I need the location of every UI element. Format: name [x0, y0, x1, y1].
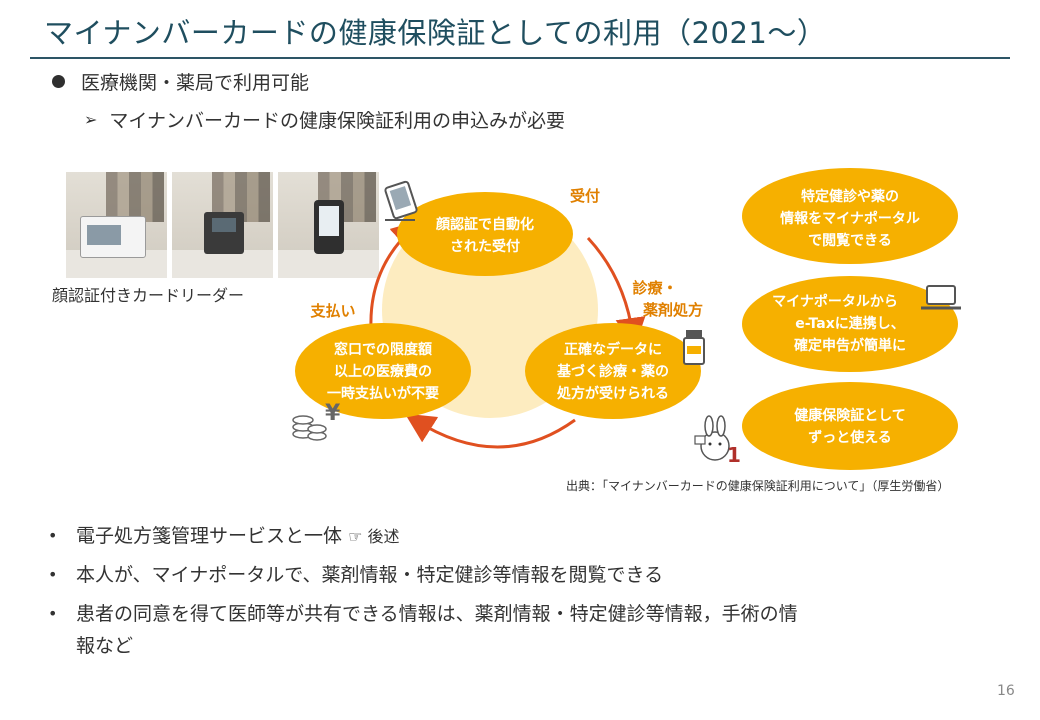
label-treatment-line1: 診療・ — [632, 279, 677, 297]
card-reader-icon — [204, 212, 244, 254]
benefit-etax — [742, 276, 958, 372]
node-prescription-line2: 基づく診療・薬の — [557, 363, 669, 380]
card-reader-photo-3 — [278, 172, 379, 278]
benefit-insurance-card — [742, 382, 958, 470]
bullet-marker: • — [48, 526, 58, 545]
slide-title: マイナンバーカードの健康保険証としての利用（2021～） — [44, 16, 827, 50]
node-payment — [295, 323, 471, 419]
node-payment-line1: 窓口での限度額 — [334, 341, 432, 358]
bullet-marker: • — [48, 604, 58, 623]
mascot-number: 1 — [727, 443, 741, 467]
sub-bullet: ➢ マイナンバーカードの健康保険証利用の申込みが必要 — [84, 106, 565, 133]
yen-symbol: ¥ — [325, 401, 341, 426]
page-number: 16 — [997, 683, 1015, 699]
benefit-etax-line2: e-Taxに連携し、 — [795, 315, 904, 332]
bullet-item: • 電子処方箋管理サービスと一体 ☞ 後述 — [48, 520, 400, 553]
source-citation: 出典：「マイナンバーカードの健康保険証利用について」（厚生労働省） — [566, 479, 950, 493]
node-payment-line2: 以上の医療費の — [334, 363, 432, 380]
label-treatment-line2: 薬剤処方 — [642, 301, 703, 319]
benefit-portal-line1: 特定健診や薬の — [801, 188, 899, 205]
mascot-rabbit-icon: 1 — [694, 415, 741, 467]
benefit-portal-line3: で閲覧できる — [808, 232, 892, 249]
bullet-main-text: 医療機関・薬局で利用可能 — [81, 72, 310, 94]
node-prescription — [525, 323, 701, 419]
benefit-portal — [742, 168, 958, 264]
benefit-portal-line2: 情報をマイナポータル — [780, 210, 920, 227]
node-prescription-line1: 正確なデータに — [564, 341, 662, 358]
bullet-item-text: 患者の同意を得て医師等が共有できる情報は、薬剤情報・特定健診等情報，手術の情 — [76, 603, 798, 625]
bullet-item-text: 電子処方箋管理サービスと一体 — [76, 525, 343, 547]
title-divider — [30, 57, 1010, 59]
bullet-item: • 本人が、マイナポータルで、薬剤情報・特定健診等情報を閲覧できる — [48, 559, 663, 591]
label-reception: 受付 — [570, 187, 600, 205]
cycle-arrow-bottom — [404, 413, 576, 449]
bullet-main: 医療機関・薬局で利用可能 — [52, 68, 309, 95]
card-reader-icon — [80, 216, 146, 258]
benefit-cycle-diagram: 顔認証で自動化 された受付 正確なデータに 基づく診療・薬の 処方が受けられる … — [292, 168, 961, 470]
benefit-insurance-line1: 健康保険証として — [794, 407, 906, 424]
bullet-item-text-cont: 報など — [76, 635, 134, 657]
node-reception-line1: 顔認証で自動化 — [435, 216, 534, 233]
card-reader-photo-2 — [172, 172, 273, 278]
bullet-item: • 患者の同意を得て医師等が共有できる情報は、薬剤情報・特定健診等情報，手術の情… — [48, 598, 798, 662]
photo-caption: 顔認証付きカードリーダー — [52, 286, 245, 305]
benefit-insurance-line2: ずっと使える — [808, 429, 892, 446]
laptop-icon — [921, 285, 961, 310]
card-reader-icon — [314, 200, 344, 254]
card-reader-photo-1 — [66, 172, 167, 278]
benefit-etax-line3: 確定申告が簡単に — [794, 337, 906, 354]
cycle-arrow-right — [586, 236, 646, 348]
bullet-item-note: ☞ 後述 — [348, 527, 400, 546]
yen-coins-icon: ¥ — [292, 401, 341, 441]
bullet-dot-icon — [52, 75, 65, 88]
label-payment: 支払い — [309, 302, 355, 320]
node-payment-line3: 一時支払いが不要 — [327, 385, 439, 402]
face-auth-reader-icon — [384, 180, 418, 221]
node-prescription-line3: 処方が受けられる — [556, 385, 669, 402]
bullet-marker: • — [48, 565, 58, 584]
node-reception-line2: された受付 — [450, 238, 520, 255]
node-reception — [397, 192, 573, 276]
bullet-item-text: 本人が、マイナポータルで、薬剤情報・特定健診等情報を閲覧できる — [76, 564, 664, 586]
arrow-bullet-icon: ➢ — [84, 110, 98, 129]
sub-bullet-text: マイナンバーカードの健康保険証利用の申込みが必要 — [109, 110, 566, 132]
benefit-etax-line1: マイナポータルから — [772, 293, 898, 310]
medicine-bottle-icon — [683, 330, 705, 365]
